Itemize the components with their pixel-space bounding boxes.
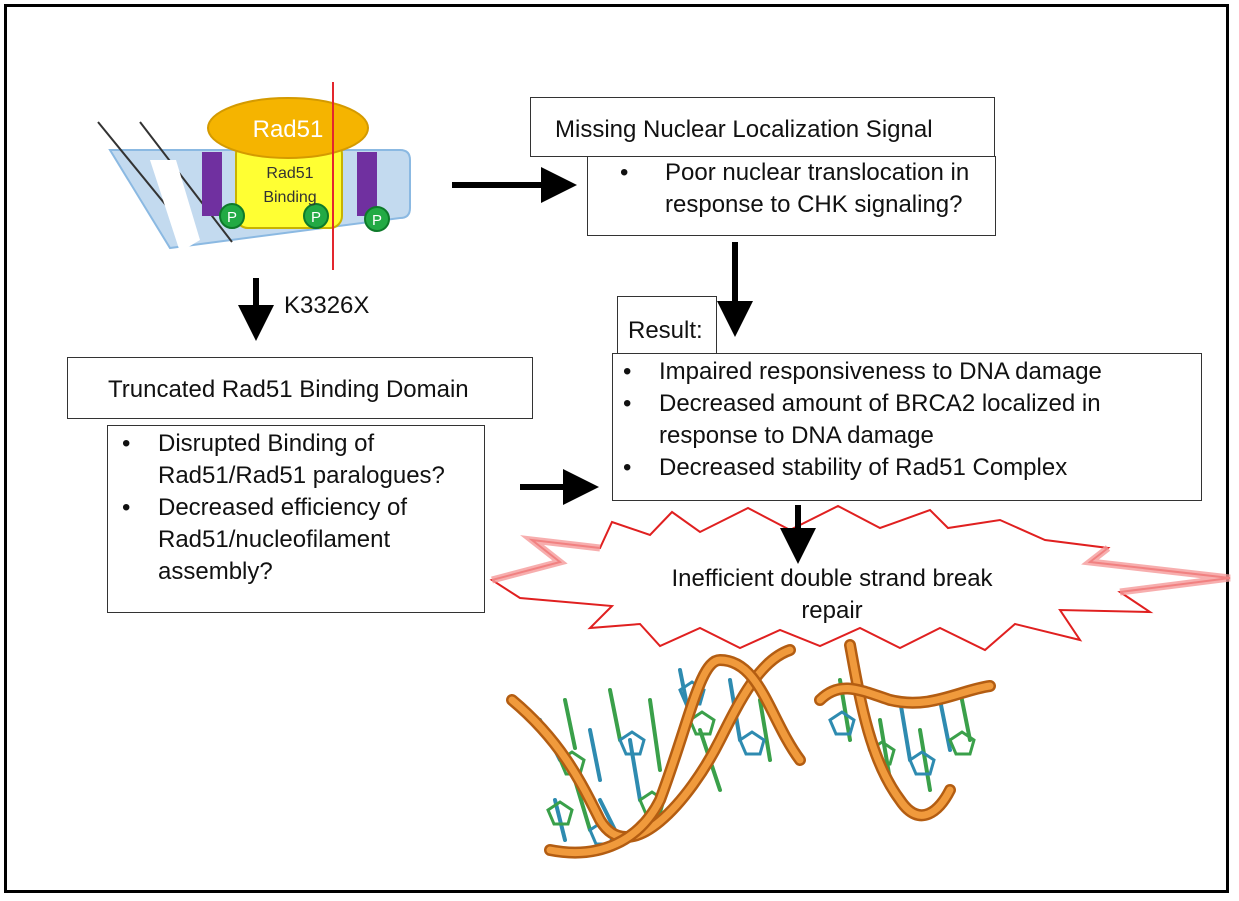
- truncated-title-box: Truncated Rad51 Binding Domain: [67, 357, 533, 419]
- dna-helix-right: [814, 639, 996, 822]
- binding-domain-label-2: Binding: [263, 189, 316, 206]
- burst-text-line1: Inefficient double strand break: [671, 565, 993, 592]
- binding-domain-label-1: Rad51: [266, 165, 313, 182]
- nls-bullet-box: Poor nuclear translocation in response t…: [587, 156, 996, 236]
- truncated-bullet-1: Disrupted Binding of Rad51/Rad51 paralog…: [112, 428, 482, 492]
- nls-title: Missing Nuclear Localization Signal: [555, 116, 933, 143]
- rad51-label: Rad51: [253, 116, 324, 143]
- truncated-bullet-box: Disrupted Binding of Rad51/Rad51 paralog…: [107, 425, 485, 613]
- result-bullet-1: Impaired responsiveness to DNA damage: [613, 356, 1199, 388]
- result-label: Result:: [628, 317, 703, 344]
- burst-shape: [489, 504, 1231, 652]
- burst-text-line2: repair: [801, 597, 862, 624]
- result-bullet-2: Decreased amount of BRCA2 localized in r…: [613, 388, 1199, 452]
- phospho-label-2: P: [311, 209, 321, 226]
- nls-bullet: Poor nuclear translocation in response t…: [610, 157, 990, 221]
- mutation-label: K3326X: [284, 292, 370, 319]
- brca2-schematic: [97, 82, 411, 270]
- result-bullet-3: Decreased stability of Rad51 Complex: [613, 452, 1199, 484]
- rad51-protein: [207, 97, 369, 159]
- result-bullet-box: Impaired responsiveness to DNA damage De…: [612, 353, 1202, 501]
- dna-helix-left: [506, 644, 806, 859]
- truncated-bullet-2: Decreased efficiency of Rad51/nucleofila…: [112, 492, 482, 588]
- phospho-label-3: P: [372, 212, 382, 229]
- result-label-box: Result:: [617, 296, 717, 356]
- phospho-label-1: P: [227, 209, 237, 226]
- nls-title-box: Missing Nuclear Localization Signal: [530, 97, 995, 157]
- truncated-title: Truncated Rad51 Binding Domain: [108, 376, 469, 403]
